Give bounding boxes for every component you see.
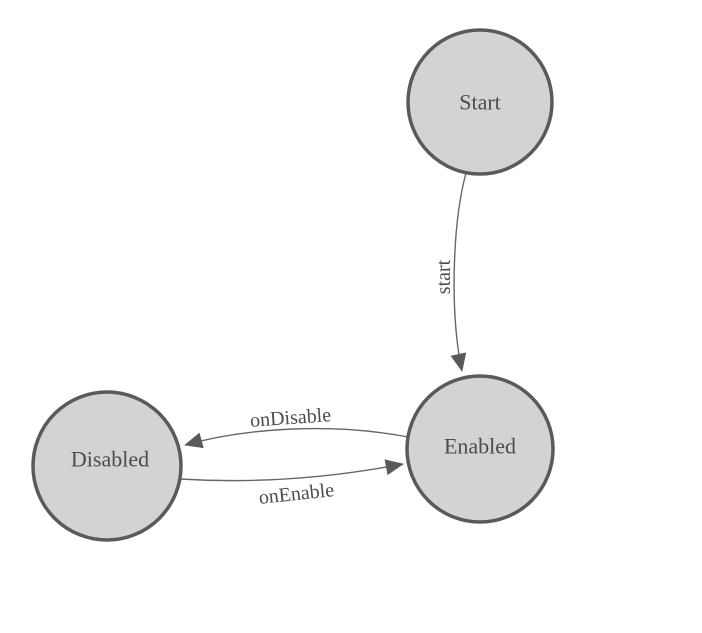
state-node-enabled-circle [405, 374, 555, 524]
state-node-start-circle [406, 28, 554, 176]
edge-line-onenable [179, 459, 404, 482]
state-node-disabled: Disabled [31, 390, 183, 542]
edge-label-start: start [433, 259, 455, 294]
state-node-disabled-label: Disabled [71, 447, 149, 472]
state-node-start-label: Start [459, 90, 501, 115]
edge-line-ondisable [184, 427, 409, 449]
state-node-enabled: Enabled [405, 374, 555, 524]
edge-start-to-enabled: start [433, 172, 467, 372]
edge-label-ondisable: onDisable [249, 404, 332, 432]
state-node-disabled-circle [31, 390, 183, 542]
edge-enabled-to-disabled: onDisable [184, 404, 409, 449]
edge-label-onenable: onEnable [258, 479, 336, 509]
edge-line-start [450, 172, 467, 372]
edge-disabled-to-enabled: onEnable [179, 459, 404, 509]
state-node-start: Start [406, 28, 554, 176]
state-node-enabled-label: Enabled [444, 434, 516, 459]
